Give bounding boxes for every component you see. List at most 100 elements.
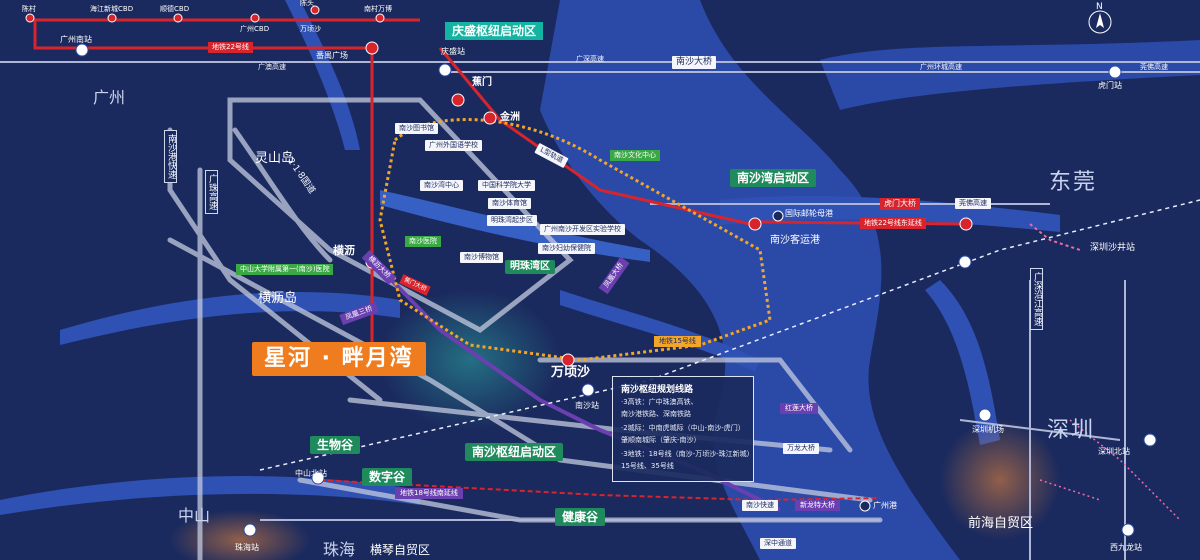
road-wanlong <box>537 357 853 453</box>
glow-zhuhai <box>170 510 310 560</box>
glow-project <box>380 290 560 430</box>
road-nansha-bridge-label: 南沙大桥 <box>672 56 717 69</box>
compass-label: N <box>1096 2 1103 12</box>
road-wanlong-bridge-label: 万龙大桥 <box>783 443 819 454</box>
road-shenzhong-label: 深中通道 <box>760 538 796 549</box>
facility-10: 南沙博物馆 <box>460 252 503 263</box>
river-channel-b <box>60 291 400 345</box>
district-wanqingsha: 万顷沙 <box>551 365 591 380</box>
station-qingsheng-label: 庆盛站 <box>441 47 465 56</box>
road-jiaotong-label: 广深高速 <box>576 55 604 63</box>
river-channel-d <box>0 476 420 515</box>
zone-bio[interactable]: 生物谷 <box>310 436 361 454</box>
panel-title: 南沙枢纽规划线路 <box>621 385 694 395</box>
metro-line15-label: 地铁15号线 <box>654 336 701 347</box>
panel-line-3: 肇顺南城际（肇庆-南沙） <box>621 436 701 444</box>
station-shajing: 深圳沙井站 <box>1090 243 1136 253</box>
free-trade-qianhai: 前海自贸区 <box>968 516 1034 531</box>
station-guangzhou-south: 广州南站 <box>60 35 92 44</box>
panel-line-2: ·2城际：中南虎城际（中山-南沙-虎门） <box>621 424 745 432</box>
metro-stop-2: 顺德CBD <box>160 5 190 13</box>
district-hengli-island: 横沥岛 <box>258 291 298 306</box>
zone-nanshawan[interactable]: 南沙湾启动区 <box>730 169 817 187</box>
station-zhongshan-north: 中山北站 <box>295 469 327 478</box>
district-lingshan: 灵山岛 <box>255 151 295 166</box>
district-hengli: 横沥 <box>333 244 355 257</box>
metro-stop-4: 万顷沙 <box>300 25 321 33</box>
train-station-icon <box>75 43 1157 537</box>
metro-line22-ext-label: 地铁22号线东延线 <box>860 218 926 229</box>
road-guangao-label: 广澳高速 <box>258 63 286 71</box>
zone-mingzhu[interactable]: 明珠湾区 <box>505 260 555 274</box>
road-218 <box>232 127 333 263</box>
port-icon <box>772 210 871 512</box>
region-zhuhai: 珠海 <box>323 540 356 559</box>
metro-stop-0: 陈村 <box>22 5 36 13</box>
station-zhuhai: 珠海站 <box>235 543 259 552</box>
road-xinlong-bridge-label: 新龙特大桥 <box>795 500 840 511</box>
facility-4: 明珠湾起步区 <box>487 215 537 226</box>
project-label[interactable]: 星河 · 畔月湾 <box>252 342 426 376</box>
metro-stop-3: 广州CBD <box>240 25 270 33</box>
region-guangzhou: 广州 <box>93 88 126 107</box>
zone-health[interactable]: 健康谷 <box>555 508 606 526</box>
station-cruise: 国际邮轮母港 <box>785 209 833 218</box>
river-channel-e <box>560 290 760 372</box>
road-hongqi-bridge-label: 红莲大桥 <box>780 403 818 414</box>
road-humen-bridge-label: 虎门大桥 <box>880 198 920 210</box>
pink-dashed-line <box>1029 223 1081 251</box>
road-humen-coast-label: 莞佛高速 <box>1140 63 1168 71</box>
facility-8: 南沙妇幼保健院 <box>538 243 595 254</box>
river-upper <box>820 40 1200 110</box>
district-jinzhou: 金洲 <box>500 112 520 123</box>
facility-3: 广州外国语学校 <box>425 140 482 151</box>
region-dongguan: 东莞 <box>1049 170 1098 195</box>
station-panyu-plaza: 番禺广场 <box>316 51 348 60</box>
station-shenzhen-airport: 深圳机场 <box>972 425 1004 434</box>
station-humen: 虎门站 <box>1098 81 1122 90</box>
zone-qingsheng[interactable]: 庆盛枢纽启动区 <box>445 22 544 40</box>
facility-9: 中山大学附属第一(南沙)医院 <box>236 264 334 275</box>
region-zhongshan: 中山 <box>178 506 211 525</box>
shenzhen-dotted-rails <box>1039 419 1181 521</box>
zone-digital[interactable]: 数字谷 <box>362 468 413 486</box>
panel-line-1: 南沙港铁路、深南铁路 <box>621 410 691 418</box>
metro-line18-south-label: 地铁18号线南延线 <box>395 488 463 499</box>
facility-11: 南沙文化中心 <box>610 150 660 161</box>
facility-2: 南沙湾中心 <box>420 180 463 191</box>
zone-nansha-hub[interactable]: 南沙枢纽启动区 <box>465 443 564 461</box>
free-trade-hengqin: 横琴自贸区 <box>370 543 431 557</box>
metro-stop-6: 陈头 <box>300 0 314 7</box>
river-shenzhen-coast <box>925 280 1000 445</box>
metro-line-south-dashed <box>319 479 881 502</box>
planning-panel: 南沙枢纽规划线路 ·3高铁：广中珠澳高铁、 南沙港铁路、深南铁路 ·2城际：中南… <box>612 376 754 482</box>
road-nansha-port-exp-label: 南沙港快速 <box>164 130 177 183</box>
river-channel-c <box>285 0 360 150</box>
panel-line-0: ·3高铁：广中珠澳高铁、 <box>621 398 698 406</box>
facility-0: 南沙图书馆 <box>395 123 438 134</box>
metro-stop-1: 海江新城CBD <box>90 5 134 13</box>
facility-7: 广州南沙开发区实验学校 <box>540 224 625 235</box>
station-nansha-port: 南沙客运港 <box>770 235 820 246</box>
station-nansha-label: 南沙站 <box>575 401 599 410</box>
panel-line-5: 15号线、35号线 <box>621 462 674 470</box>
white-dashed-line <box>259 199 1200 471</box>
river-pearl-estuary <box>540 0 960 560</box>
road-guangshen-coast-label: 广深沿江高速 <box>1030 268 1043 330</box>
road-nansha-fast-label: 南沙快速 <box>742 500 778 511</box>
road-jianmen-label: 莞佛高速 <box>955 198 991 209</box>
district-jiaomen: 蕉门 <box>472 77 492 88</box>
panel-line-4: ·3地铁：18号线（南沙-万顷沙-珠江新城） <box>621 450 754 458</box>
metro-stop-5: 南村万博 <box>364 5 392 13</box>
road-guangzhu-label: 广珠高速 <box>205 170 218 214</box>
facility-1: 中国科学院大学 <box>478 180 535 191</box>
station-shenzhen-north: 深圳北站 <box>1098 447 1130 456</box>
station-xijiulong: 西九龙站 <box>1110 543 1142 552</box>
road-guanghe-label: 广州环城高速 <box>920 63 962 71</box>
station-guangzhou-port: 广州港 <box>873 501 897 510</box>
region-shenzhen: 深圳 <box>1047 418 1096 443</box>
road-outer-ring <box>227 97 574 333</box>
compass-icon <box>1088 10 1112 34</box>
